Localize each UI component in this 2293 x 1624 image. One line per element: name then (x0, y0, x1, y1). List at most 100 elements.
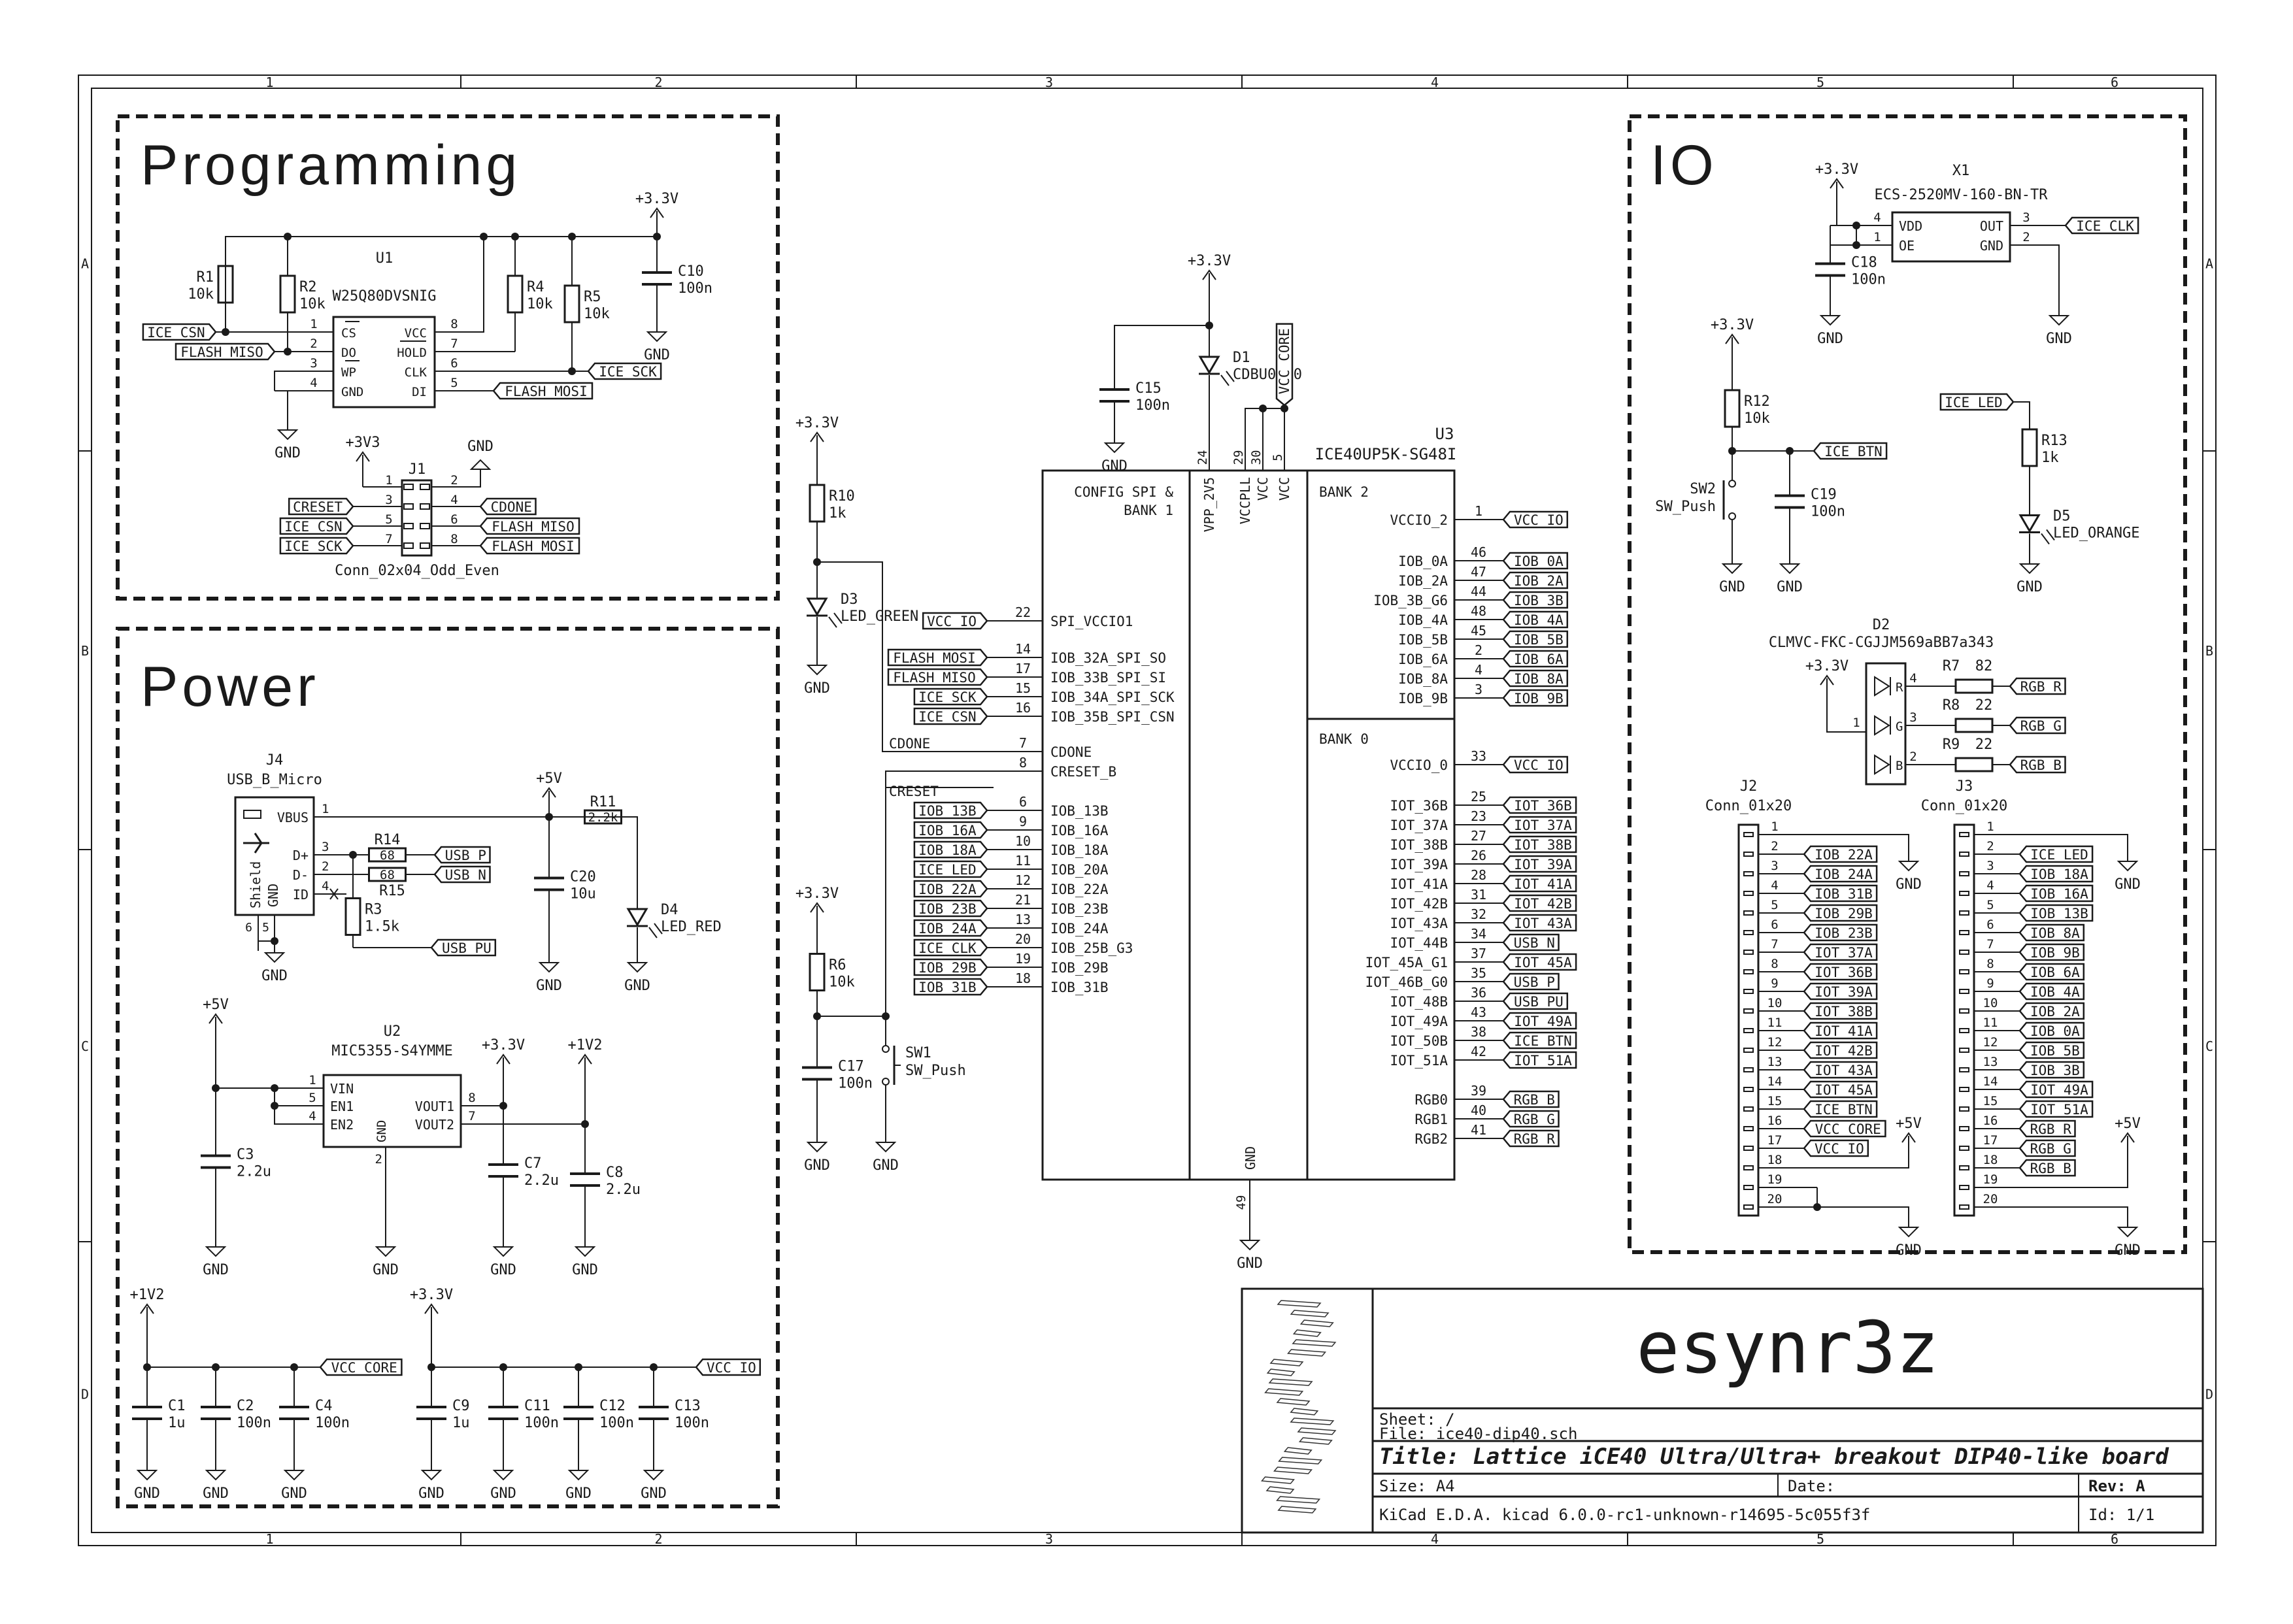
resistor-ref: R14 (375, 832, 401, 848)
net-label: RGB_B (1502, 1090, 1560, 1108)
net-label: RGB_B (2009, 755, 2066, 774)
pin-number: 13 (1015, 912, 1031, 927)
net-label: VCC_CORE (1803, 1119, 1886, 1138)
connector-pin (1743, 891, 1754, 896)
pin-number: 20 (1983, 1192, 1998, 1206)
net-label-box (2009, 716, 2066, 735)
net-label: IOB_3B (2018, 1061, 2085, 1079)
net-label: VCC_IO (1803, 1139, 1869, 1157)
pin-name: RGB0 (1414, 1092, 1448, 1108)
power-symbol: +3V3 (346, 435, 380, 469)
gnd-triangle (276, 429, 299, 440)
net-label-box (1275, 323, 1294, 406)
power-arrow (650, 207, 664, 218)
net-label-box (142, 323, 217, 341)
power-symbol: +5V (1896, 1116, 1922, 1150)
pin-name: VOUT1 (415, 1099, 454, 1114)
pin-name: GND (1243, 1146, 1258, 1170)
net-label: RGB_R (2018, 1119, 2076, 1138)
pin-number: 2 (310, 337, 317, 351)
pin-name: IOT_43A (1390, 916, 1448, 931)
connector-pin (420, 503, 430, 510)
power-label: +3.3V (795, 886, 839, 902)
gnd-triangle (875, 1142, 897, 1153)
wire (2013, 401, 2030, 412)
pin-name: VCCPLL (1237, 477, 1253, 524)
net-label-text: ICE_CLK (2076, 218, 2134, 234)
net-label: IOB_16A (2018, 884, 2094, 903)
net-label: IOB_9B (2018, 943, 2085, 961)
pin-number: 1 (1986, 820, 1994, 834)
connector-pin (1743, 1204, 1754, 1210)
connector-pin (1743, 1008, 1754, 1014)
net-label-box (1803, 963, 1878, 981)
wire (2046, 244, 2060, 304)
wire (431, 1321, 696, 1368)
pin-name: IOT_46B_G0 (1365, 974, 1448, 990)
logo-stroke (1277, 1300, 1322, 1308)
pin-number: 39 (1471, 1083, 1486, 1099)
gnd-triangle (2117, 1227, 2139, 1238)
net-label-box (913, 840, 988, 859)
power-label: +1V2 (568, 1037, 603, 1053)
u2-body (322, 1074, 462, 1148)
row-marker: A (81, 256, 89, 272)
pin-name: OUT (1980, 218, 2003, 234)
pin-number: 4 (1771, 878, 1778, 893)
net-label: IOT_37A (1502, 816, 1577, 834)
net-label-box (1803, 1139, 1869, 1157)
net-label-text: VCC_CORE (1815, 1121, 1881, 1137)
pin-name: IOB_4A (1398, 612, 1448, 628)
net-label-box (2018, 1041, 2085, 1059)
pin-name: CLK (405, 365, 427, 380)
connector-pin (1743, 1165, 1754, 1170)
gnd-label: GND (203, 1262, 229, 1278)
u2-ref: U2 (384, 1023, 401, 1040)
gnd-symbol: GND (203, 1459, 229, 1502)
pin-name: IOB_32A_SPI_SO (1050, 650, 1166, 666)
led-value: LED_ORANGE (2053, 525, 2139, 542)
gnd-label: GND (644, 347, 670, 363)
wire (1826, 693, 1843, 733)
logo-stroke (1276, 1496, 1321, 1504)
pin-number: 31 (1471, 887, 1486, 903)
net-label-text: IOB_23B (918, 901, 977, 917)
net-label: IOT_45A (1803, 1080, 1878, 1099)
gnd-triangle (646, 331, 668, 342)
gnd-triangle (263, 952, 286, 963)
gnd-label: GND (261, 968, 288, 984)
net-label-box (913, 919, 988, 937)
net-label: IOT_42B (1803, 1041, 1878, 1059)
gnd-label: GND (804, 1157, 830, 1174)
resistor-value: 10k (188, 286, 214, 303)
pin-number: 5 (1771, 898, 1778, 912)
net-label: IOT_49A (2018, 1080, 2094, 1099)
row-marker: C (2205, 1038, 2213, 1054)
pin-number: 43 (1471, 1004, 1486, 1020)
wire (828, 616, 837, 628)
resistor-body (1954, 718, 1994, 733)
resistor-ref: R13 (2041, 433, 2067, 449)
pin-number: 7 (385, 532, 392, 546)
net-label-box (2018, 1100, 2094, 1118)
junction-dot (349, 851, 357, 859)
power-label: +5V (2115, 1116, 2141, 1132)
gnd-label: GND (134, 1485, 160, 1502)
capacitor-value: 100n (838, 1076, 873, 1092)
gnd-label: GND (281, 1485, 307, 1502)
net-label: IOB_8A (1502, 669, 1569, 688)
pin-number: 47 (1471, 564, 1486, 580)
net-label-text: ICE_SCK (599, 364, 657, 380)
power-label: +3.3V (1711, 317, 1754, 333)
row-marker: B (2205, 643, 2213, 659)
wire (346, 854, 354, 886)
row-marker: C (81, 1038, 89, 1054)
capacitor-value: 2.2u (606, 1182, 641, 1198)
net-label-text: RGB_R (2020, 679, 2062, 695)
pin-name: RGB2 (1414, 1131, 1448, 1147)
logo-graphic (1260, 1300, 1337, 1514)
pin-number: 3 (385, 493, 392, 507)
j2-ref: J2 (1740, 778, 1758, 795)
net-label-text: IOT_37A (1514, 818, 1572, 833)
wire (1798, 1150, 1909, 1168)
